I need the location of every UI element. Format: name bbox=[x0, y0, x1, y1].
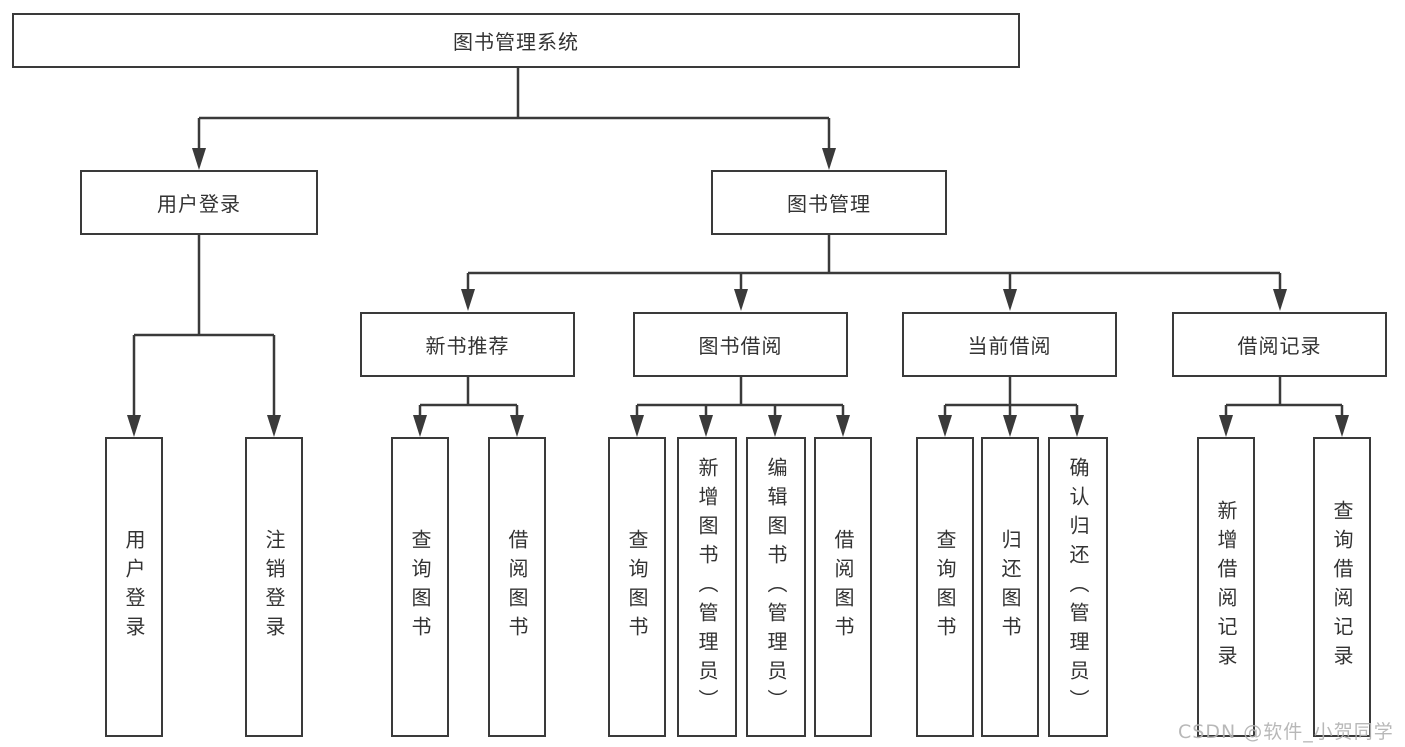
csdn-watermark: CSDN @软件_小贺同学 bbox=[1178, 721, 1394, 743]
leaf-edit-books-admin: 编辑图书（管理员） bbox=[746, 437, 806, 737]
node-borrow-records-label: 借阅记录 bbox=[1237, 334, 1322, 358]
leaf-query-books-current: 查询图书 bbox=[916, 437, 974, 737]
arrowhead-icons bbox=[127, 148, 1349, 437]
leaf-add-books-admin: 新增图书（管理员） bbox=[677, 437, 737, 737]
node-borrow-records: 借阅记录 bbox=[1172, 312, 1387, 377]
leaf-add-books-admin-label: 新增图书（管理员） bbox=[695, 456, 719, 718]
leaf-edit-books-admin-label: 编辑图书（管理员） bbox=[764, 456, 788, 718]
node-book-management: 图书管理 bbox=[711, 170, 947, 235]
leaf-return-books-label: 归还图书 bbox=[998, 529, 1022, 645]
node-user-login-label: 用户登录 bbox=[157, 192, 241, 216]
leaf-add-borrow-record: 新增借阅记录 bbox=[1197, 437, 1255, 737]
leaf-query-books-borrow: 查询图书 bbox=[608, 437, 666, 737]
node-new-book-recommend-label: 新书推荐 bbox=[425, 334, 510, 358]
node-root-system: 图书管理系统 bbox=[12, 13, 1020, 68]
leaf-user-login-label: 用户登录 bbox=[122, 529, 146, 645]
node-book-borrow-label: 图书借阅 bbox=[698, 334, 783, 358]
leaf-query-borrow-record-label: 查询借阅记录 bbox=[1330, 500, 1354, 674]
leaf-confirm-return-admin-label: 确认归还（管理员） bbox=[1066, 456, 1090, 718]
leaf-add-borrow-record-label: 新增借阅记录 bbox=[1214, 500, 1238, 674]
node-new-book-recommend: 新书推荐 bbox=[360, 312, 575, 377]
node-user-login: 用户登录 bbox=[80, 170, 318, 235]
leaf-query-borrow-record: 查询借阅记录 bbox=[1313, 437, 1371, 737]
leaf-query-books-current-label: 查询图书 bbox=[933, 529, 957, 645]
node-current-borrow-label: 当前借阅 bbox=[967, 334, 1052, 358]
leaf-query-books-borrow-label: 查询图书 bbox=[625, 529, 649, 645]
leaf-borrow-books-recommend-label: 借阅图书 bbox=[505, 529, 529, 645]
leaf-return-books: 归还图书 bbox=[981, 437, 1039, 737]
node-book-management-label: 图书管理 bbox=[787, 192, 871, 216]
leaf-borrow-books-recommend: 借阅图书 bbox=[488, 437, 546, 737]
leaf-logout-label: 注销登录 bbox=[262, 529, 286, 645]
node-current-borrow: 当前借阅 bbox=[902, 312, 1117, 377]
leaf-confirm-return-admin: 确认归还（管理员） bbox=[1048, 437, 1108, 737]
leaf-logout: 注销登录 bbox=[245, 437, 303, 737]
leaf-borrow-books-label: 借阅图书 bbox=[831, 529, 855, 645]
node-root-label: 图书管理系统 bbox=[453, 30, 579, 54]
leaf-query-books-recommend-label: 查询图书 bbox=[408, 529, 432, 645]
leaf-user-login: 用户登录 bbox=[105, 437, 163, 737]
leaf-query-books-recommend: 查询图书 bbox=[391, 437, 449, 737]
leaf-borrow-books: 借阅图书 bbox=[814, 437, 872, 737]
node-book-borrow: 图书借阅 bbox=[633, 312, 848, 377]
